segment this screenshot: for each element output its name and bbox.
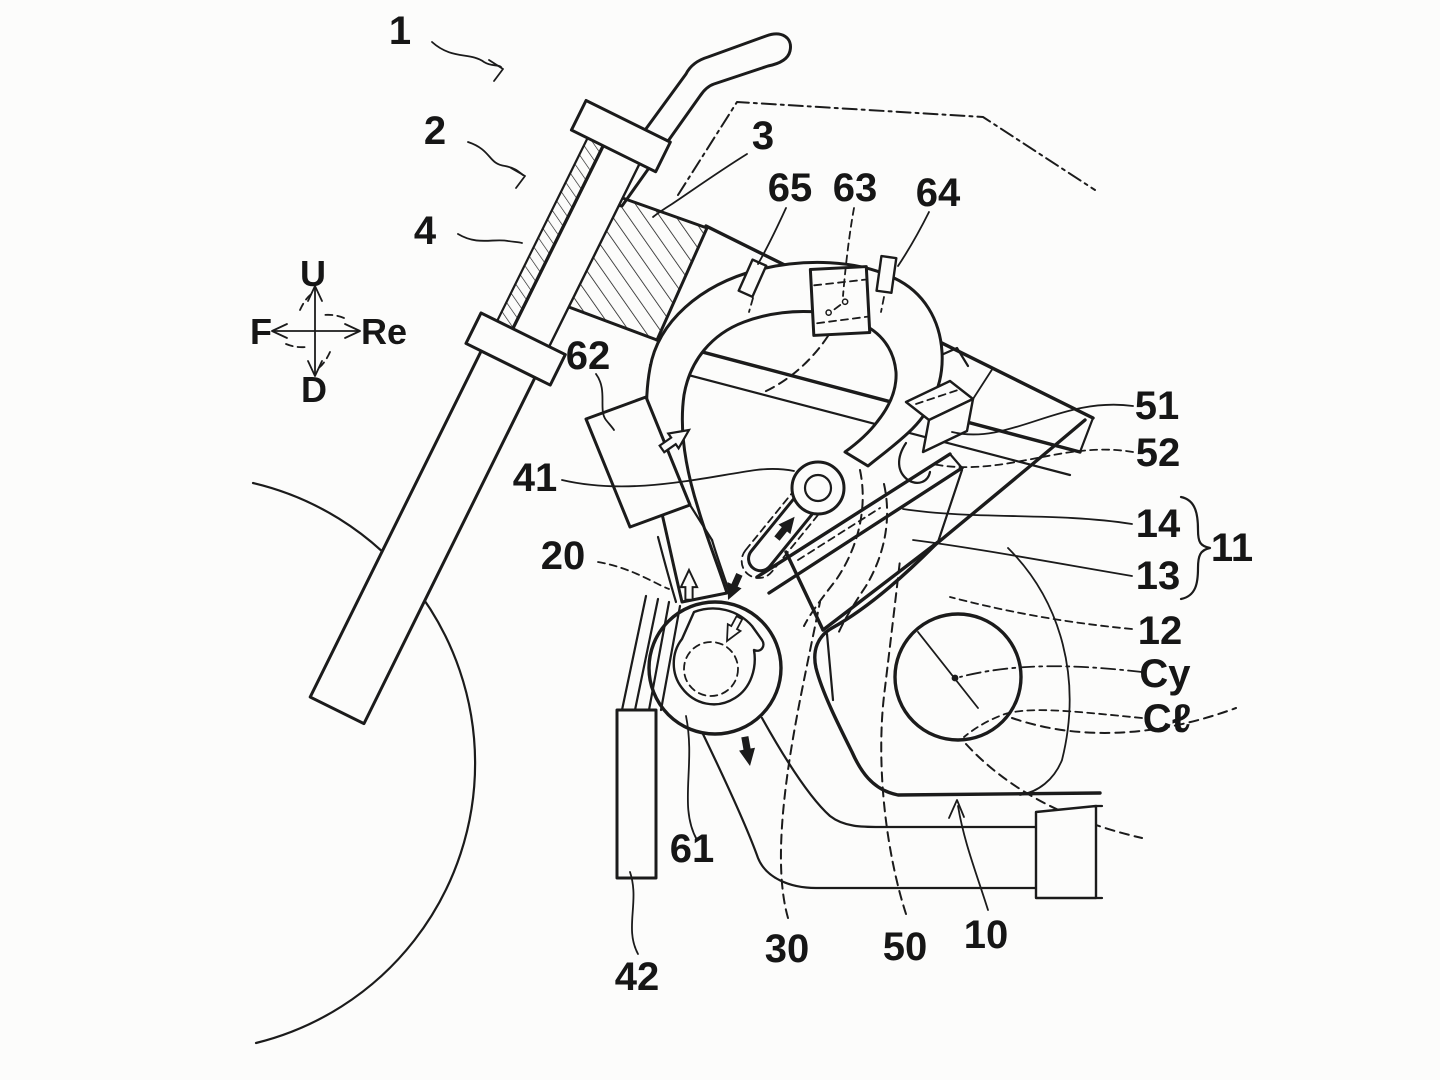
- engine-block: [755, 452, 1102, 797]
- main-frame: [648, 224, 1095, 547]
- leader-51: [951, 403, 1134, 436]
- ref-label-51: 51: [1135, 384, 1180, 428]
- duct-outlet: [898, 367, 994, 484]
- ref-label-cy: Cy: [1139, 652, 1191, 696]
- ref-label-cl: Cℓ: [1143, 697, 1191, 741]
- leader-65: [757, 207, 787, 265]
- compass-front-label: F: [250, 311, 272, 352]
- front-wheel-arc: [251, 481, 477, 1045]
- ref-label-41: 41: [513, 456, 558, 500]
- ref-label-12: 12: [1138, 609, 1183, 653]
- lower-frame: [700, 716, 1104, 900]
- compass-up-arrowhead: [307, 285, 323, 302]
- phantom-tank-line: [677, 101, 1096, 196]
- compass-letters: U F Re D: [250, 253, 407, 410]
- ref-label-52: 52: [1136, 431, 1181, 475]
- leader-lines: [431, 41, 1212, 955]
- leader-63: [842, 207, 855, 297]
- throttle-body: [647, 600, 783, 736]
- leader-3: [652, 153, 748, 218]
- ref-label-1: 1: [389, 9, 411, 53]
- radiator: [615, 708, 658, 880]
- injector-head-outer: [790, 460, 846, 516]
- leader-61: [685, 715, 698, 841]
- sensor-tab-64: [875, 254, 898, 294]
- ref-label-11: 11: [1211, 526, 1253, 570]
- ref-label-42: 42: [615, 955, 660, 999]
- ref-label-20: 20: [541, 534, 586, 578]
- leader-64: [897, 211, 930, 267]
- air-cleaner-neck: [688, 503, 714, 542]
- leader-62: [595, 373, 615, 431]
- leader-20: [597, 561, 670, 590]
- compass-rear-arrowhead: [344, 323, 361, 339]
- ref-label-10: 10: [964, 913, 1009, 957]
- ref-label-61: 61: [670, 827, 715, 871]
- ref-label-2: 2: [424, 109, 446, 153]
- leader-cl: [963, 709, 1143, 738]
- crank-center-dot: [951, 674, 959, 682]
- ref-label-13: 13: [1136, 554, 1181, 598]
- ref-label-50: 50: [883, 925, 928, 969]
- fork-top-bracket: [569, 98, 672, 174]
- leader-cy: [959, 665, 1143, 678]
- leader-10-arrowhead: [948, 799, 965, 819]
- brace-11: [1179, 495, 1212, 601]
- injector-head-inner: [803, 473, 833, 503]
- leader-12: [949, 596, 1133, 630]
- leader-42: [629, 871, 639, 955]
- sensor-tab-65-hidden: [748, 297, 754, 313]
- fork-lower-bracket: [464, 311, 567, 387]
- radiator-hoses: [620, 594, 682, 712]
- leader-1: [431, 41, 502, 68]
- ref-label-14: 14: [1136, 502, 1181, 546]
- flow-arrow-downstream: [736, 735, 758, 768]
- fork-lower-leg: [308, 349, 537, 726]
- crank-circle: [893, 612, 1023, 742]
- compass-front-arrowhead: [271, 323, 288, 339]
- leader-13: [912, 539, 1133, 577]
- front-fork: [308, 98, 672, 726]
- ref-label-62: 62: [566, 334, 611, 378]
- leader-52: [931, 448, 1134, 468]
- leader-2-arrowhead: [510, 167, 526, 189]
- crankshaft: [893, 612, 1023, 742]
- leader-10: [957, 805, 989, 911]
- compass-down-arrowhead: [307, 360, 323, 377]
- ref-label-4: 4: [414, 209, 437, 253]
- direction-compass: [271, 285, 361, 377]
- ref-label-3: 3: [752, 114, 774, 158]
- ref-label-64: 64: [916, 171, 961, 215]
- leader-41: [561, 468, 795, 488]
- compass-rear-label: Re: [361, 311, 407, 352]
- compass-down-label: D: [301, 369, 327, 410]
- leader-14: [902, 508, 1133, 525]
- ref-label-30: 30: [765, 927, 810, 971]
- leader-4: [457, 233, 523, 244]
- throttle-valve-hidden: [683, 641, 739, 697]
- ref-label-63: 63: [833, 166, 878, 210]
- ref-label-65: 65: [768, 166, 813, 210]
- intake-duct: [645, 260, 944, 604]
- reference-labels: 1 2 3 4 65 63 64 62 41 20 51 52 14 13 11…: [389, 9, 1253, 999]
- leader-1-arrowhead: [488, 59, 504, 82]
- throttle-bore: [672, 607, 765, 706]
- sensor-tab-64-hidden: [880, 296, 885, 313]
- sensor-box-63: [808, 265, 872, 337]
- hidden-edges: [763, 335, 1237, 919]
- compass-up-label: U: [300, 253, 326, 294]
